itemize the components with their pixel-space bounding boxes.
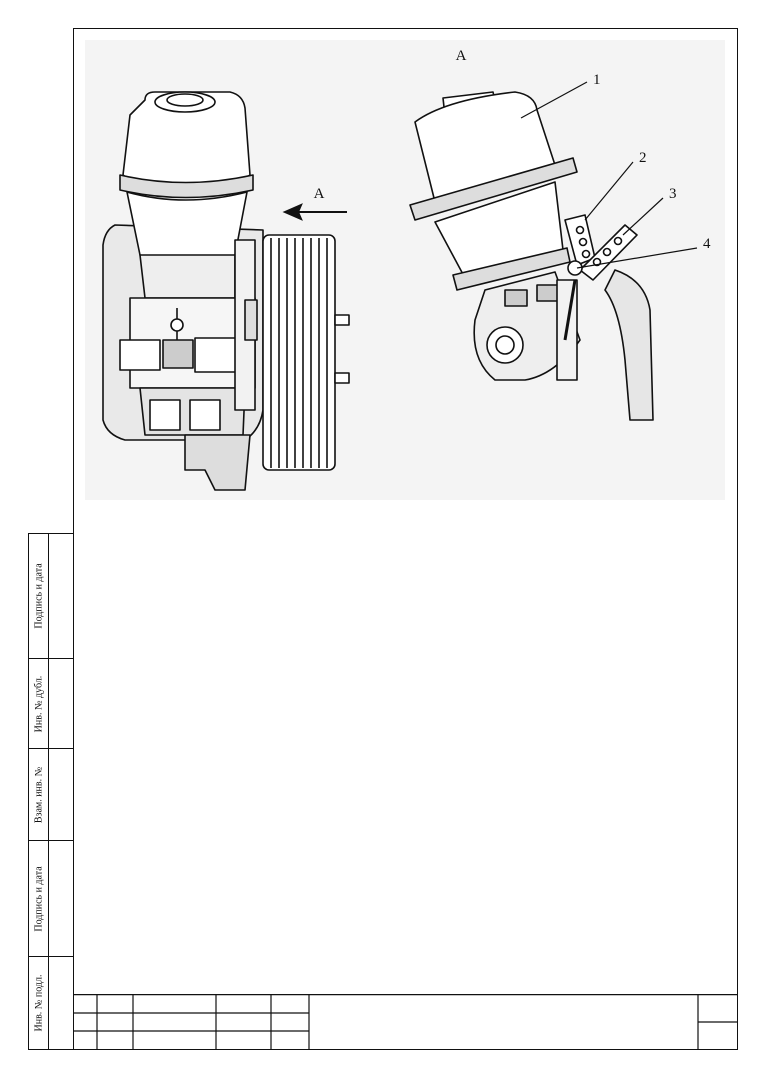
pushrod xyxy=(563,279,577,341)
strip-label-signature-bottom: Подпись и дата xyxy=(33,865,44,932)
strip-label-signature-top: Подпись и дата xyxy=(33,563,44,629)
strip-label-original-no: Инв. № подл. xyxy=(33,974,44,1032)
chamber-band-right xyxy=(452,247,571,291)
callout-3: 3 xyxy=(669,186,677,202)
arrow-label: А xyxy=(314,186,325,202)
strip-label-dup-no: Инв. № дубл. xyxy=(33,675,44,732)
chamber-neck xyxy=(139,254,236,299)
sheet-frame xyxy=(73,28,738,1050)
title-block xyxy=(73,994,738,1050)
lever-left xyxy=(119,339,161,371)
pivot-hole xyxy=(495,335,515,355)
lever-hole-3 xyxy=(581,249,591,259)
lower-block-2 xyxy=(189,399,221,431)
lever-hole-5 xyxy=(602,247,612,257)
callout-2: 2 xyxy=(639,150,647,166)
rod-joint xyxy=(170,318,184,332)
chamber-band xyxy=(119,174,254,199)
view-label: А xyxy=(456,48,467,64)
lever-hole-6 xyxy=(613,236,623,246)
chamber-lower xyxy=(126,191,248,263)
pin-4 xyxy=(567,260,583,276)
side-strip: Подпись и дата Инв. № дубл. Взам. инв. №… xyxy=(28,533,73,1050)
chamber-rim-right xyxy=(409,157,578,221)
strip-field-signature-top: Подпись и дата xyxy=(28,533,73,658)
strip-field-replace-no: Взам. инв. № xyxy=(28,748,73,840)
front-view xyxy=(102,91,350,491)
strip-field-dup-no: Инв. № дубл. xyxy=(28,658,73,748)
foot xyxy=(184,434,251,491)
callout-1: 1 xyxy=(593,72,601,88)
view-arrow xyxy=(282,203,347,221)
shaft xyxy=(162,339,194,369)
technical-drawing: А А xyxy=(85,40,725,500)
strip-field-original-no: Инв. № подл. xyxy=(28,956,73,1050)
lever-hole-2 xyxy=(578,237,588,247)
lever-hole-1 xyxy=(575,225,585,235)
pulley-stud-upper xyxy=(334,314,350,326)
strip-field-signature-bottom: Подпись и дата xyxy=(28,840,73,956)
lever-hole-4 xyxy=(592,257,602,267)
pulley xyxy=(262,234,336,471)
chamber-cap-inner xyxy=(166,93,204,107)
nut-1 xyxy=(504,289,528,307)
wall-segment xyxy=(604,269,654,421)
bracket-bolt xyxy=(244,299,258,341)
strip-label-replace-no: Взам. инв. № xyxy=(33,766,44,823)
pulley-stud-lower xyxy=(334,372,350,384)
leader-lines xyxy=(520,81,698,269)
section-view xyxy=(409,91,654,421)
callout-4: 4 xyxy=(703,236,711,252)
lower-block-1 xyxy=(149,399,181,431)
nut-2 xyxy=(536,284,560,302)
